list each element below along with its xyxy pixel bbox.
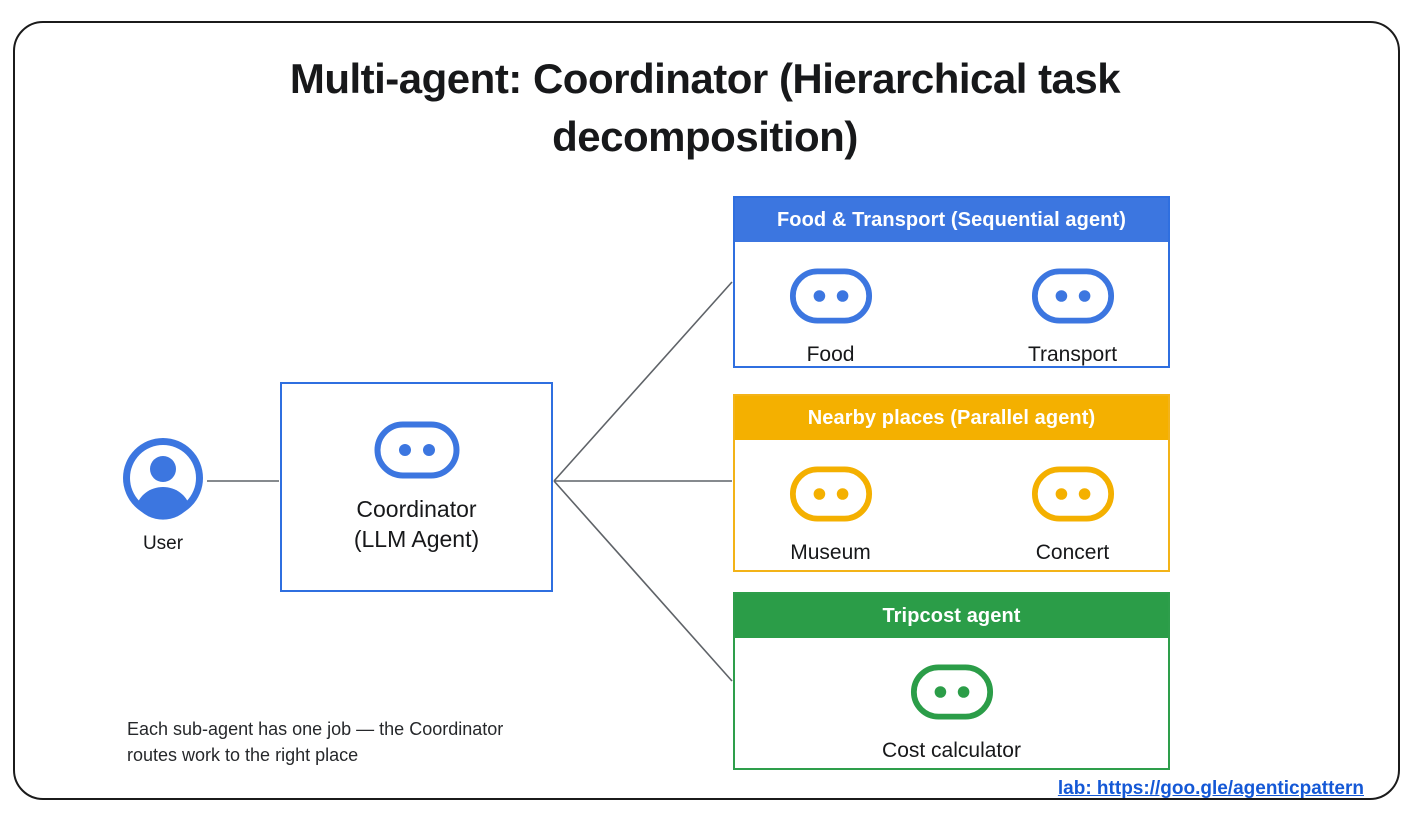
panel-parallel[interactable]: Nearby places (Parallel agent) Museum bbox=[733, 394, 1170, 572]
panel-tripcost-body: Cost calculator bbox=[735, 638, 1168, 763]
agent-icon bbox=[910, 664, 994, 724]
tool-cost-calculator-label: Cost calculator bbox=[882, 739, 1021, 762]
lab-link[interactable]: lab: https://goo.gle/agenticpattern bbox=[1057, 778, 1364, 799]
panel-sequential-header: Food & Transport (Sequential agent) bbox=[735, 198, 1168, 242]
agent-icon bbox=[374, 421, 460, 484]
footer-note: Each sub-agent has one job — the Coordin… bbox=[127, 719, 504, 765]
coordinator-node[interactable]: Coordinator (LLM Agent) bbox=[280, 382, 553, 592]
agent-icon bbox=[1031, 466, 1115, 526]
agent-icon bbox=[789, 466, 873, 526]
user-avatar-icon bbox=[119, 436, 207, 525]
tool-cost-calculator[interactable]: Cost calculator bbox=[877, 664, 1027, 763]
tool-food[interactable]: Food bbox=[756, 268, 906, 367]
agent-icon bbox=[789, 268, 873, 328]
tool-transport-label: Transport bbox=[1027, 343, 1118, 366]
panel-parallel-header: Nearby places (Parallel agent) bbox=[735, 396, 1168, 440]
coordinator-label: Coordinator (LLM Agent) bbox=[353, 495, 480, 552]
tool-concert-label: Concert bbox=[1035, 541, 1110, 564]
tool-transport[interactable]: Transport bbox=[998, 268, 1148, 367]
tool-food-label: Food bbox=[806, 343, 855, 366]
tool-museum-label: Museum bbox=[790, 541, 871, 564]
page-title: Multi-agent: Coordinator (Hierarchical t… bbox=[289, 55, 1121, 160]
tool-museum[interactable]: Museum bbox=[756, 466, 906, 565]
user-node[interactable]: User bbox=[119, 436, 207, 555]
tool-concert[interactable]: Concert bbox=[998, 466, 1148, 565]
agent-icon bbox=[1031, 268, 1115, 328]
panel-sequential-body: Food Transport bbox=[735, 242, 1168, 367]
panel-tripcost-header: Tripcost agent bbox=[735, 594, 1168, 638]
panel-tripcost[interactable]: Tripcost agent Cost calculator bbox=[733, 592, 1170, 770]
panel-parallel-body: Museum Concert bbox=[735, 440, 1168, 565]
user-label: User bbox=[142, 533, 184, 554]
panel-sequential[interactable]: Food & Transport (Sequential agent) Food bbox=[733, 196, 1170, 368]
